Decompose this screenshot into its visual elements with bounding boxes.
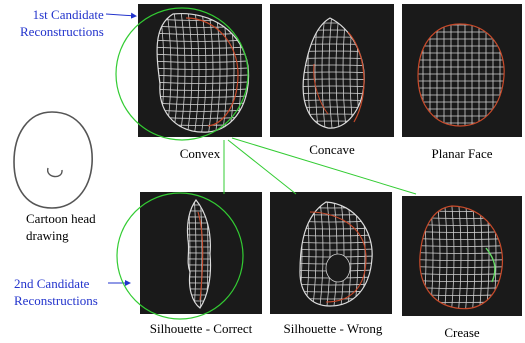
first-candidate-arrow xyxy=(106,14,136,16)
sketch-caption-line1: Cartoon head xyxy=(26,210,96,227)
panel-concave xyxy=(270,4,394,137)
silhouette-wrong-mesh-render xyxy=(270,192,392,314)
first-candidate-line1: 1st Candidate xyxy=(20,6,104,23)
crease-mesh-render xyxy=(402,196,522,316)
panel-convex xyxy=(138,4,262,137)
panel-planar xyxy=(402,4,522,137)
second-candidate-label: 2nd Candidate Reconstructions xyxy=(14,275,98,309)
concave-mesh-render xyxy=(270,4,394,137)
caption-convex: Convex xyxy=(150,146,250,162)
silhouette-correct-mesh-render xyxy=(140,192,262,314)
caption-planar: Planar Face xyxy=(410,146,514,162)
panel-silhouette-wrong xyxy=(270,192,392,314)
caption-silhouette-correct: Silhouette - Correct xyxy=(136,321,266,337)
first-candidate-line2: Reconstructions xyxy=(20,23,104,40)
caption-silhouette-wrong: Silhouette - Wrong xyxy=(268,321,398,337)
second-candidate-line1: 2nd Candidate xyxy=(14,275,98,292)
first-candidate-label: 1st Candidate Reconstructions xyxy=(20,6,104,40)
panel-silhouette-correct xyxy=(140,192,262,314)
second-candidate-line2: Reconstructions xyxy=(14,292,98,309)
sketch-caption: Cartoon head drawing xyxy=(26,210,96,244)
cartoon-head-sketch xyxy=(8,108,98,213)
panel-crease xyxy=(402,196,522,316)
caption-concave: Concave xyxy=(282,142,382,158)
convex-mesh-render xyxy=(138,4,262,137)
planar-mesh-render xyxy=(402,4,522,137)
sketch-caption-line2: drawing xyxy=(26,227,96,244)
caption-crease: Crease xyxy=(412,325,512,341)
